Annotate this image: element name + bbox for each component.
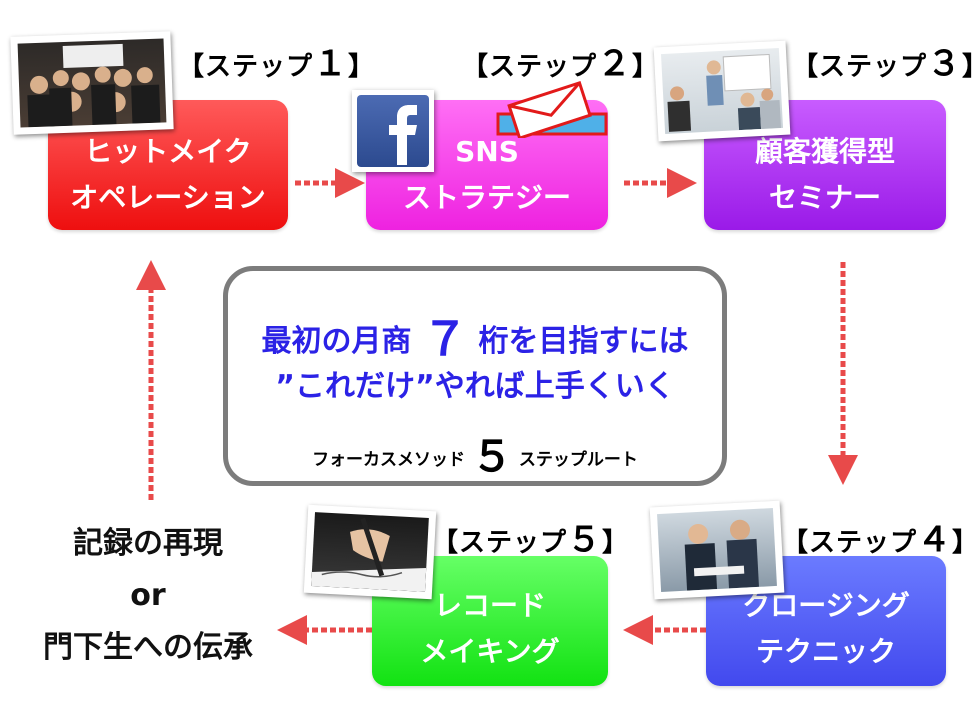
step4-label-suffix: 】 [952, 528, 980, 558]
step2-label-prefix: 【ステップ [462, 52, 598, 82]
step5-title-line1: レコード [433, 589, 546, 622]
seminar-presentation-photo [653, 40, 791, 142]
outcome-text: 記録の再現 or 門下生への伝承 [28, 518, 268, 674]
step1-title-line1: ヒットメイク [84, 135, 252, 168]
businessmen-icon [684, 519, 759, 591]
business-meeting-photo [649, 500, 785, 600]
step5-label: 【ステップ５】 [432, 512, 629, 561]
handwriting-photo [303, 504, 437, 600]
step3-label-suffix: 】 [962, 52, 980, 82]
subtitle-number: ５ [470, 432, 513, 481]
step4-label: 【ステップ４】 [782, 512, 979, 561]
step1-title-line2: オペレーション [70, 181, 266, 214]
outcome-line3: 門下生への伝承 [43, 630, 253, 665]
step1-number: １ [313, 44, 349, 84]
center-subtitle: フォーカスメソッド ５ ステップルート [228, 423, 722, 484]
presenter-icon [667, 53, 782, 132]
people-icon [27, 43, 161, 128]
step2-title-line1: SNS [455, 135, 519, 168]
outcome-line2: or [130, 578, 166, 613]
step4-title-line1: クロージング [742, 589, 910, 622]
step3-box: 顧客獲得型 セミナー [704, 100, 946, 230]
step1-label-prefix: 【ステップ [178, 52, 314, 82]
envelope-icon [496, 81, 608, 138]
step4-label-prefix: 【ステップ [782, 528, 918, 558]
step4-box: クロージング テクニック [706, 556, 946, 686]
facebook-logo [352, 90, 434, 172]
facebook-icon [389, 105, 417, 165]
step3-title-line2: セミナー [768, 181, 881, 214]
center-headline-line1: 最初の月商 ７ 桁を目指すには [228, 299, 722, 366]
step4-number: ４ [917, 520, 953, 560]
step4-title-line2: テクニック [755, 635, 896, 668]
outcome-line1: 記録の再現 [73, 526, 223, 561]
headline-number: ７ [422, 312, 468, 366]
step1-label: 【ステップ１】 [178, 36, 375, 85]
step5-label-suffix: 】 [602, 528, 630, 558]
step2-number: ２ [597, 44, 633, 84]
step2-label: 【ステップ２】 [462, 36, 659, 85]
step3-number: ３ [927, 44, 963, 84]
step3-title-line1: 顧客獲得型 [754, 135, 895, 168]
team-group-photo [10, 31, 174, 135]
step2-title-line2: ストラテジー [402, 181, 571, 214]
step3-label: 【ステップ３】 [792, 36, 980, 85]
center-message-box: 最初の月商 ７ 桁を目指すには ”これだけ”やれば上手くいく フォーカスメソッド… [223, 266, 727, 486]
headline-text-post: 桁を目指すには [478, 324, 689, 359]
subtitle-text-post: ステップルート [518, 450, 638, 470]
pen-hand-icon [311, 517, 427, 592]
step3-label-prefix: 【ステップ [792, 52, 928, 82]
subtitle-text-pre: フォーカスメソッド [312, 450, 466, 470]
center-headline-line2: ”これだけ”やれば上手くいく [275, 369, 675, 404]
step5-number: ５ [567, 520, 603, 560]
step1-label-suffix: 】 [348, 52, 376, 82]
step5-title-line2: メイキング [420, 635, 560, 668]
headline-text-pre: 最初の月商 [261, 324, 412, 359]
step5-label-prefix: 【ステップ [432, 528, 568, 558]
